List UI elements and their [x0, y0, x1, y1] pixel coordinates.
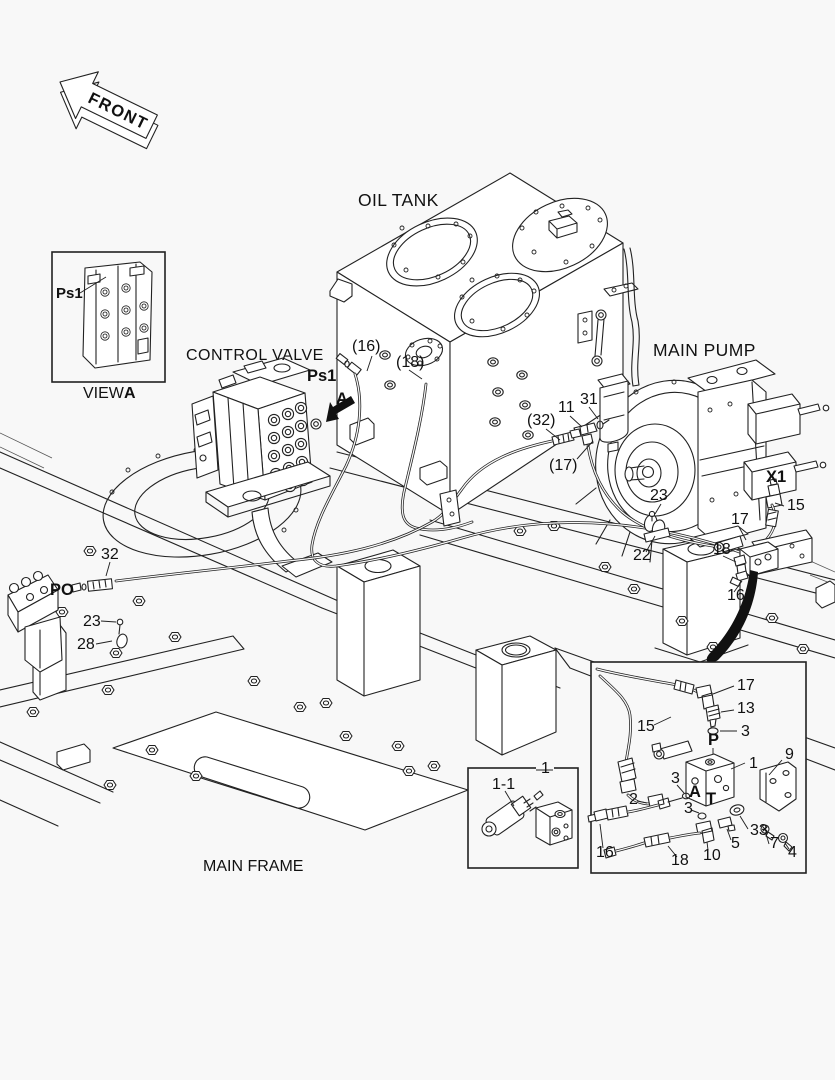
labels: OIL TANK CONTROL VALVE MAIN PUMP MAIN FR… [50, 190, 805, 875]
main-frame-label: MAIN FRAME [203, 858, 303, 875]
inset-ps1-label: Ps1 [56, 285, 83, 302]
detail-10: 10 [703, 847, 721, 864]
left-valve-block [7, 570, 63, 673]
detail-portA: A [689, 783, 701, 801]
control-valve [191, 353, 362, 578]
detail-3t: 3 [684, 800, 693, 817]
callout-23L: 23 [83, 613, 101, 630]
callout-17: 17 [731, 511, 749, 528]
callout-16: (16) [352, 338, 380, 355]
callout-32L: 32 [101, 546, 119, 563]
oil-tank [329, 172, 640, 516]
leader-lines [95, 355, 790, 858]
detail-18: 18 [671, 852, 689, 869]
callout-16b: 16 [727, 587, 745, 604]
solenoid-detail-inset [587, 661, 807, 874]
detail-9: 9 [785, 746, 794, 763]
callout-17p: (17) [549, 457, 577, 474]
arrow-a-label: A [336, 390, 348, 408]
detail-16: 16 [596, 844, 614, 861]
callout-18b: 18 [713, 541, 731, 558]
detail-33: 33 [750, 822, 768, 839]
cartridge-inset [467, 761, 579, 869]
detail-3a: 3 [671, 770, 680, 787]
detail-1: 1 [749, 755, 758, 772]
x1-port-label: X1 [766, 468, 786, 486]
main-pump-label: MAIN PUMP [653, 340, 756, 360]
front-direction-arrow: FRONT [59, 71, 159, 150]
detail-7: 7 [770, 835, 779, 852]
detail-pointer-swoosh [706, 570, 758, 663]
detail-13: 13 [737, 700, 755, 717]
main-pump [551, 359, 830, 563]
view-caption-word: VIEW [83, 385, 125, 402]
callout-11: 11 [558, 399, 575, 416]
control-valve-label: CONTROL VALVE [186, 347, 324, 364]
detail-17: 17 [737, 677, 755, 694]
detail-portP: P [708, 731, 719, 749]
inset-1-1: 1-1 [492, 776, 515, 793]
callout-32: (32) [527, 412, 555, 429]
callout-18: (18) [396, 354, 424, 371]
callout-28L: 28 [77, 636, 95, 653]
detail-4: 4 [788, 844, 797, 861]
view-a-inset: Ps1 [51, 251, 166, 383]
callout-15: 15 [787, 497, 805, 514]
ps1-port-label: Ps1 [307, 367, 336, 385]
solenoid-valve-assembly [706, 529, 813, 663]
detail-3p: 3 [741, 723, 750, 740]
view-a-arrow [326, 396, 355, 422]
view-caption-letter: A [124, 385, 136, 402]
detail-5: 5 [731, 835, 740, 852]
inset-1: 1 [541, 760, 550, 777]
callout-23: 23 [650, 487, 668, 504]
callout-22: 22 [633, 547, 651, 564]
callout-31: 31 [580, 391, 598, 408]
detail-portT: T [706, 790, 716, 808]
po-port-label: PO [50, 581, 74, 599]
oil-tank-label: OIL TANK [358, 190, 439, 210]
detail-15: 15 [637, 718, 655, 735]
detail-2: 2 [629, 791, 638, 808]
